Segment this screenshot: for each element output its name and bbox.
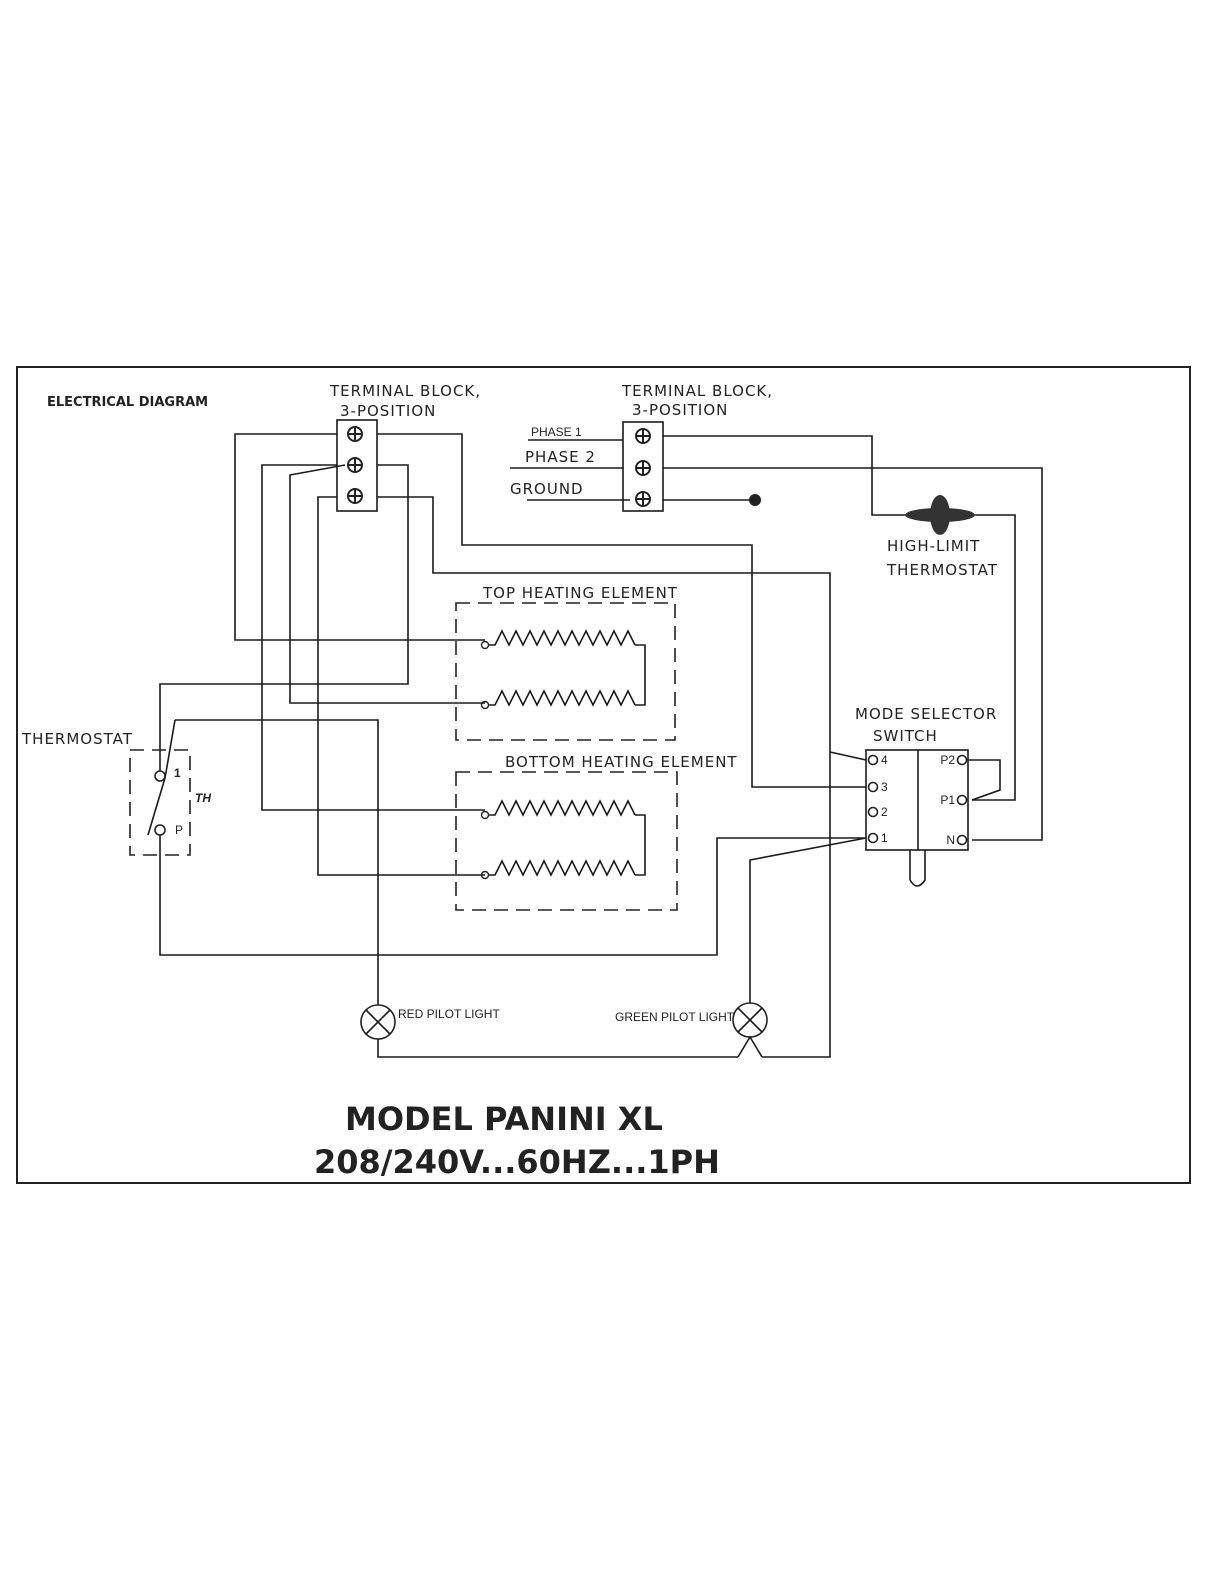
- switch-terminal-3: [869, 783, 878, 792]
- mode-switch-sublabel: SWITCH: [873, 727, 938, 745]
- ground-label: GROUND: [510, 480, 584, 498]
- terminal-block-left-sublabel: 3-POSITION: [340, 402, 436, 420]
- terminal-block-right-sublabel: 3-POSITION: [632, 401, 728, 419]
- model-title: MODEL PANINI XL: [345, 1100, 663, 1138]
- switch-terminal-1: [869, 834, 878, 843]
- switch-terminal-N: [958, 836, 967, 845]
- switch-terminal-label: 3: [881, 780, 888, 794]
- switch-terminal-P2: [958, 756, 967, 765]
- terminal-block-right-label: TERMINAL BLOCK,: [621, 382, 773, 400]
- top-coil-1-terminal: [482, 642, 489, 649]
- phase2-label: PHASE 2: [525, 448, 596, 466]
- supply-distribution-wires: [663, 436, 1042, 840]
- green-pilot-light: [733, 1003, 767, 1057]
- thermostat-label: THERMOSTAT: [21, 730, 133, 748]
- thermostat-th-label: TH: [195, 791, 211, 805]
- top-heating-element-box: [456, 603, 675, 740]
- bottom-coil-2: [485, 861, 635, 875]
- bottom-coil-1-terminal: [482, 812, 489, 819]
- bottom-heating-element-box: [456, 772, 677, 910]
- top-coil-2: [485, 691, 635, 705]
- switch-terminal-P1: [958, 796, 967, 805]
- diagram-title: ELECTRICAL DIAGRAM: [47, 395, 208, 410]
- thermostat-t1-label: 1: [174, 766, 181, 780]
- top-coil-1: [485, 631, 635, 645]
- bottom-coil-1: [485, 801, 635, 815]
- red-pilot-label: RED PILOT LIGHT: [398, 1007, 500, 1021]
- internal-wiring: [160, 434, 866, 1057]
- high-limit-sublabel: THERMOSTAT: [886, 561, 998, 579]
- switch-terminal-label: P1: [940, 793, 955, 807]
- thermostat-terminal-1: [155, 771, 165, 781]
- switch-terminal-label: P2: [940, 753, 955, 767]
- switch-terminal-label: 2: [881, 805, 888, 819]
- switch-terminal-label: 1: [881, 831, 888, 845]
- thermostat-terminal-p: [155, 825, 165, 835]
- high-limit-label: HIGH-LIMIT: [887, 537, 980, 555]
- thermostat-tp-label: P: [175, 823, 183, 837]
- red-pilot-light: [361, 1005, 395, 1039]
- switch-terminal-label: 4: [881, 753, 888, 767]
- diagram-frame: [17, 367, 1190, 1183]
- switch-terminal-4: [869, 756, 878, 765]
- top-heating-element-label: TOP HEATING ELEMENT: [482, 584, 678, 602]
- bottom-heating-element-label: BOTTOM HEATING ELEMENT: [505, 753, 738, 771]
- mode-switch-label: MODE SELECTOR: [855, 705, 997, 723]
- model-rating: 208/240V...60HZ...1PH: [314, 1143, 720, 1181]
- switch-terminal-label: N: [946, 833, 955, 847]
- green-pilot-label: GREEN PILOT LIGHT: [615, 1010, 735, 1024]
- phase1-label: PHASE 1: [531, 425, 582, 439]
- high-limit-thermostat: [905, 495, 975, 535]
- terminal-block-left-label: TERMINAL BLOCK,: [329, 382, 481, 400]
- terminal-block-right: [623, 422, 663, 511]
- switch-terminal-2: [869, 808, 878, 817]
